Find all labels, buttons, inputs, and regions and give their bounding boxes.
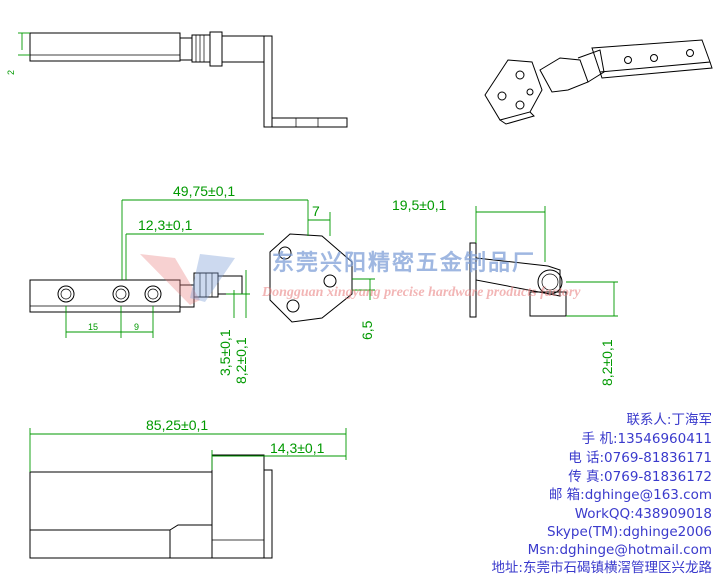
logo-icon bbox=[140, 254, 200, 305]
dim-bottom-offset: 14,3±0,1 bbox=[270, 440, 325, 456]
dim-top-thickness: 2 bbox=[6, 70, 16, 75]
contact-address: 地址:东莞市石碣镇横滘管理区兴龙路 bbox=[491, 560, 712, 576]
watermark-company-en: Dongguan xingyang precise hardware produ… bbox=[261, 285, 581, 300]
front-view: 49,75±0,1 7 12,3±0,1 15 9 3,5±0,1 8,2±0,… bbox=[29, 183, 375, 384]
contact-phone: 电 话:0769-81836171 bbox=[568, 450, 712, 466]
dim-side-height: 8,2±0,1 bbox=[599, 339, 615, 386]
dim-shaft-offset: 3,5±0,1 bbox=[217, 329, 233, 376]
contact-workqq: WorkQQ:438909018 bbox=[574, 506, 712, 522]
dim-shaft-height: 8,2±0,1 bbox=[233, 337, 249, 384]
dim-plate-hole: 6,5 bbox=[359, 320, 375, 340]
contact-msn: Msn:dghinge@hotmail.com bbox=[527, 542, 712, 558]
dim-hole-pitch-a: 15 bbox=[88, 322, 98, 332]
bottom-view: 85,25±0,1 14,3±0,1 bbox=[29, 417, 347, 559]
isometric-view bbox=[484, 39, 713, 125]
watermark-company-cn: 东莞兴阳精密五金制品厂 bbox=[272, 250, 536, 276]
top-view: 2 bbox=[6, 31, 348, 128]
contact-person: 联系人:丁海军 bbox=[626, 412, 712, 428]
dim-tab-width: 7 bbox=[312, 203, 320, 219]
company-watermark: 东莞兴阳精密五金制品厂 Dongguan xingyang precise ha… bbox=[140, 250, 581, 305]
dim-hole-offset: 12,3±0,1 bbox=[138, 217, 193, 233]
contact-email[interactable]: 邮 箱:dghinge@163.com bbox=[548, 487, 712, 503]
dim-bottom-length: 85,25±0,1 bbox=[146, 417, 208, 433]
contact-mobile: 手 机:13546960411 bbox=[581, 431, 712, 447]
contact-fax: 传 真:0769-81836172 bbox=[568, 469, 712, 485]
side-view: 19,5±0,1 8,2±0,1 bbox=[392, 197, 618, 386]
dim-overall-length: 49,75±0,1 bbox=[173, 183, 235, 199]
dim-hole-pitch-b: 9 bbox=[134, 322, 139, 332]
dim-side-depth: 19,5±0,1 bbox=[392, 197, 447, 213]
contact-skype: Skype(TM):dghinge2006 bbox=[547, 524, 712, 540]
